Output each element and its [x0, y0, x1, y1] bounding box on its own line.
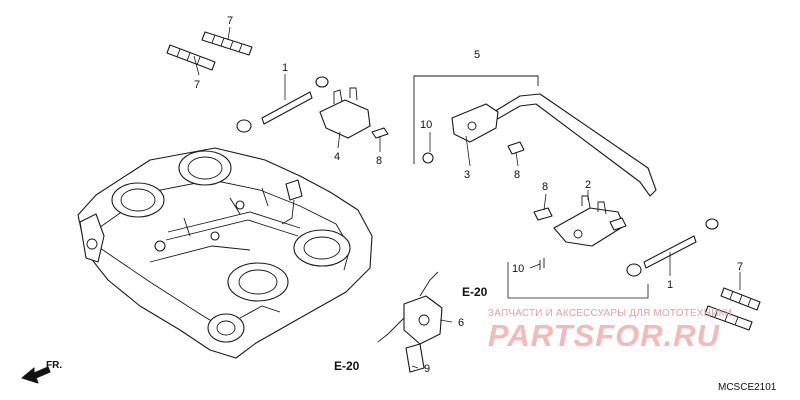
- watermark-tagline: ЗАПЧАСТИ И АКСЕССУАРЫ ДЛЯ МОТОТЕХНИКИ: [488, 308, 733, 319]
- part-5-linkage: [413, 75, 657, 197]
- callout-2: 2: [585, 179, 591, 191]
- callout-10-upper: 10: [420, 119, 432, 131]
- part-7-lower: [704, 287, 761, 331]
- callout-8-middle: 8: [514, 169, 520, 181]
- diagram-code: MCSCE2101: [718, 382, 777, 393]
- ref-e20-bottom: E-20: [334, 359, 360, 373]
- callout-9: 9: [424, 363, 430, 375]
- front-marker-label: FR.: [46, 360, 62, 371]
- callout-5: 5: [474, 49, 480, 61]
- part-6-sensor: [377, 271, 443, 373]
- callout-1-upper: 1: [282, 62, 288, 74]
- callout-7-top: 7: [227, 15, 233, 27]
- watermark-logo: PARTSFOR.RU: [488, 318, 721, 353]
- callout-4: 4: [334, 151, 340, 163]
- callout-1-lower: 1: [667, 279, 673, 291]
- callout-7-right: 7: [737, 261, 743, 273]
- part-7-upper: [166, 31, 253, 71]
- part-1-lower-shaft: [626, 218, 719, 277]
- callout-7-left: 7: [194, 79, 200, 91]
- part-2-bracket: [533, 195, 627, 270]
- callout-6: 6: [458, 317, 464, 329]
- part-1-upper-shaft: [236, 76, 329, 133]
- ref-e20-top: E-20: [462, 285, 488, 299]
- callout-8-lower: 8: [542, 181, 548, 193]
- callout-3: 3: [464, 169, 470, 181]
- callout-labels: 7 7 1 4 8 5 10 3 8 8 2 10 1 7 6 9: [194, 15, 743, 375]
- throttle-body-assembly: [77, 147, 373, 359]
- leader-lines: [193, 26, 741, 369]
- part-4-bracket: [319, 87, 389, 139]
- front-arrow-icon: [21, 366, 51, 384]
- callout-10-lower: 10: [512, 263, 524, 275]
- callout-8-upper: 8: [376, 155, 382, 167]
